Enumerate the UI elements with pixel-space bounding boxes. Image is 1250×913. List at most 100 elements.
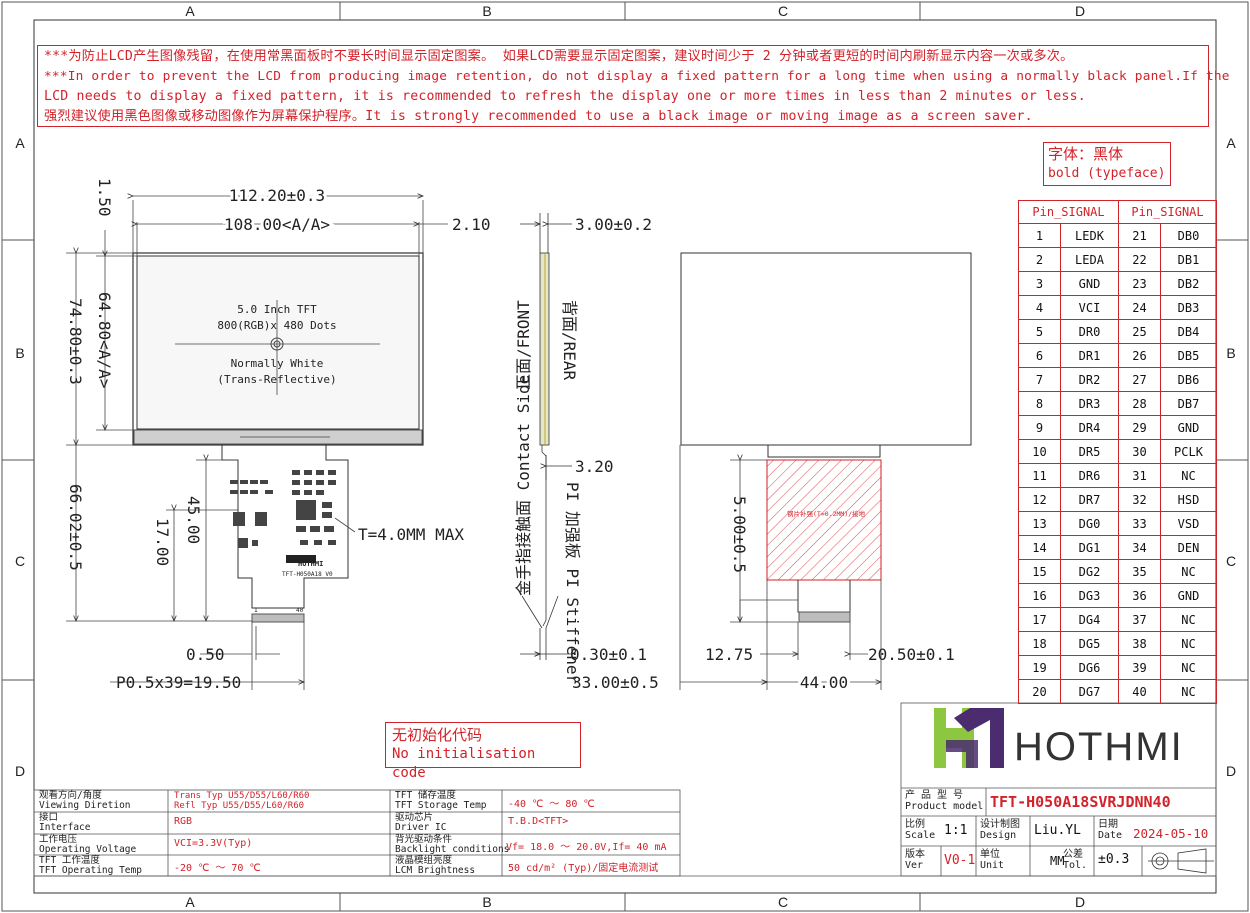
- pin-number: 15: [1018, 559, 1061, 584]
- dim-pitch: P0.5x39=19.50: [116, 673, 241, 692]
- col-label-top-b: B: [482, 3, 491, 19]
- notice-line-4: 强烈建议使用黑色图像或移动图像作为屏幕保护程序。It is strongly r…: [44, 109, 1033, 124]
- dim-20-50: 20.50±0.1: [868, 645, 955, 664]
- fpc-brand: HOTHMI: [298, 560, 323, 568]
- dim-offset-right: 2.10: [452, 215, 491, 234]
- pin-signal: DB6: [1160, 367, 1217, 392]
- notice-line-1: ***为防止LCD产生图像残留，在使用常黑面板时不要长时间显示固定图案。 如果L…: [44, 49, 1074, 64]
- pin-signal: DB5: [1160, 343, 1217, 368]
- spec-storage-cn: TFT 储存温度: [395, 790, 456, 801]
- pin-number: 28: [1118, 391, 1161, 416]
- spec-interface-en: Interface: [39, 822, 91, 833]
- pin-number: 40: [1118, 679, 1161, 704]
- dim-0-50: 0.50: [186, 645, 225, 664]
- dim-thickness: 3.00±0.2: [575, 215, 652, 234]
- pin-signal: GND: [1060, 271, 1119, 296]
- pin-signal: GND: [1160, 415, 1217, 440]
- rear-view: [679, 252, 972, 690]
- tb-date-label: 日期 Date: [1098, 819, 1122, 841]
- typeface-cn: 字体：黑体: [1048, 145, 1124, 163]
- tb-model-en: Product model: [905, 801, 984, 812]
- pin-number: 4: [1018, 295, 1061, 320]
- tb-tol-cn: 公差: [1063, 849, 1083, 860]
- pin-number: 8: [1018, 391, 1061, 416]
- side-panel: [539, 252, 550, 446]
- steel-stiffener: [766, 459, 882, 581]
- tb-unit-en: Unit: [980, 860, 1005, 871]
- tb-date-cn: 日期: [1098, 819, 1118, 830]
- spec-optemp-cn: TFT 工作温度: [39, 855, 100, 866]
- init-note-en: No initialisation code: [392, 746, 536, 781]
- pin-signal: DR4: [1060, 415, 1119, 440]
- rear-label: 背面/REAR: [560, 300, 579, 381]
- row-label-right-d: D: [1226, 763, 1236, 779]
- col-label-top-c: C: [778, 3, 788, 19]
- spec-brightness-label: 液晶模组亮度 LCM Brightness: [395, 856, 475, 876]
- col-label-top-d: D: [1075, 3, 1085, 19]
- fpc-gold-fingers: [251, 613, 305, 623]
- tb-unit-label: 单位 Unit: [980, 849, 1004, 871]
- pin-number: 20: [1018, 679, 1061, 704]
- stiffener-label: PI 加强板 PI Stiffener: [563, 482, 582, 684]
- pin-signal: DB1: [1160, 247, 1217, 272]
- front-view-text: 5.0 Inch TFT 800(RGB)x 480 Dots Normally…: [66, 178, 491, 692]
- init-note-cn: 无初始化代码: [392, 726, 483, 744]
- pin-number: 9: [1018, 415, 1061, 440]
- spec-optemp-en: TFT Operating Temp: [39, 865, 142, 876]
- pin-number: 25: [1118, 319, 1161, 344]
- pin-signal: DB7: [1160, 391, 1217, 416]
- pin-header-right: Pin_SIGNAL: [1118, 200, 1217, 224]
- pin-number: 14: [1018, 535, 1061, 560]
- tb-date-en: Date: [1098, 830, 1123, 841]
- spec-viewing-en: Viewing Diretion: [39, 800, 131, 811]
- pin-number: 23: [1118, 271, 1161, 296]
- spec-backlight-cn: 背光驱动条件: [395, 834, 453, 845]
- pin-number: 17: [1018, 607, 1061, 632]
- spec-voltage-value: VCI=3.3V(Typ): [174, 838, 253, 849]
- dim-aa-width: 108.00<A/A>: [224, 215, 330, 234]
- pin-signal: DG0: [1060, 511, 1119, 536]
- notice-line-2: ***In order to prevent the LCD from prod…: [44, 69, 1230, 84]
- pin-number: 38: [1118, 631, 1161, 656]
- spec-backlight-en: Backlight conditions: [395, 844, 510, 855]
- pin-signal: DR2: [1060, 367, 1119, 392]
- row-label-left-d: D: [15, 763, 25, 779]
- panel-mode-label: Normally White: [231, 357, 324, 370]
- pin-number: 22: [1118, 247, 1161, 272]
- spec-driver-cn: 驱动芯片: [395, 812, 434, 823]
- spec-viewing-refl: Refl Typ U55/D55/L60/R60: [174, 801, 305, 811]
- side-view-text: 3.00±0.2 3.20 0.30±0.1 正面/FRONT 背面/REAR …: [514, 215, 652, 684]
- tb-scale-label: 比例 Scale: [905, 819, 935, 841]
- lcd-outline: [132, 252, 424, 446]
- col-label-bottom-c: C: [778, 894, 788, 910]
- projection-symbol-icon: [1148, 848, 1214, 874]
- pin-number: 32: [1118, 487, 1161, 512]
- side-view: [520, 213, 572, 660]
- spec-voltage-label: 工作电压 Operating Voltage: [39, 835, 136, 855]
- spec-interface-label: 接口 Interface: [39, 813, 90, 833]
- retention-notice: ***为防止LCD产生图像残留，在使用常黑面板时不要长时间显示固定图案。 如果L…: [37, 45, 1230, 127]
- spec-driver-en: Driver IC: [395, 822, 447, 833]
- panel-resolution-label: 800(RGB)x 480 Dots: [217, 319, 336, 332]
- pin-signal: PCLK: [1160, 439, 1217, 464]
- dim-5-00: 5.00±0.5: [730, 496, 749, 573]
- pin-number: 19: [1018, 655, 1061, 680]
- pin-signal: HSD: [1160, 487, 1217, 512]
- pin-number: 5: [1018, 319, 1061, 344]
- spec-interface-value: RGB: [174, 816, 193, 827]
- dim-33-00: 33.00±0.5: [572, 673, 659, 692]
- pin-signal: NC: [1160, 655, 1217, 680]
- dim-12-75: 12.75: [705, 645, 753, 664]
- tb-design-cn: 设计制图: [980, 819, 1020, 830]
- pin-signal: NC: [1160, 463, 1217, 488]
- pin-signal: NC: [1160, 631, 1217, 656]
- pin-number: 12: [1018, 487, 1061, 512]
